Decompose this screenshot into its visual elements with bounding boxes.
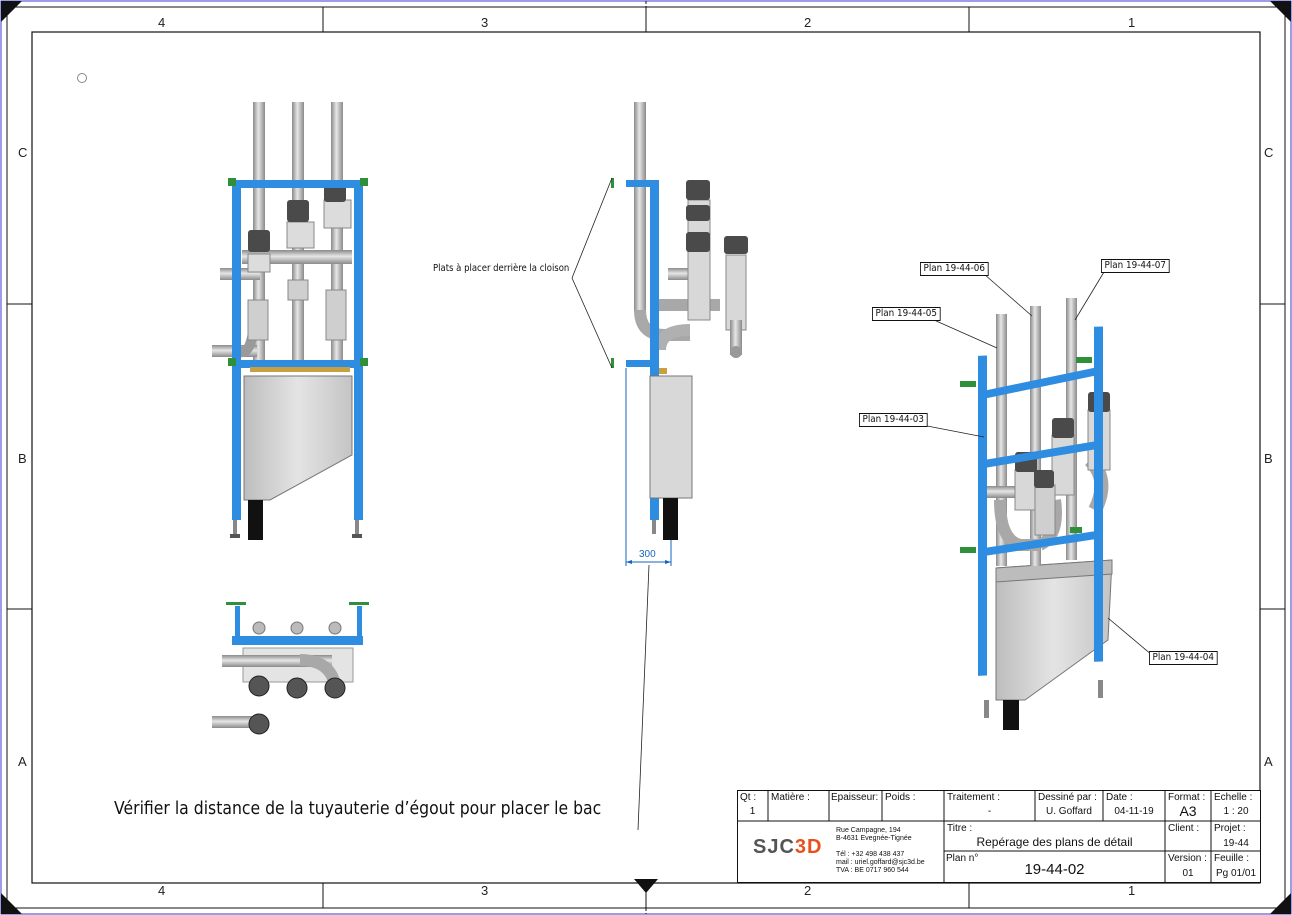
callout-plan-07: Plan 19-44-07 [1101,259,1170,273]
iso-view [921,271,1153,730]
zone-row-c-left: C [18,145,28,160]
plan-label: Plan n° [946,853,979,864]
version-label: Version : [1168,853,1207,864]
version-value: 01 [1182,868,1194,879]
callout-plan-06: Plan 19-44-06 [920,262,989,276]
dessine-label: Dessiné par : [1038,792,1097,803]
front-view [212,102,368,540]
company-address: Rue Campagne, 194 B-4631 Evegnée-Tignée … [836,827,925,875]
title-block-grid [737,790,1261,883]
corner-mark-tr [1270,1,1291,22]
address-line: Tél : +32 498 438 437 [836,851,905,858]
echelle-label: Echelle : [1214,792,1253,803]
zone-col-2-top: 2 [804,15,812,30]
corner-mark-tl [1,1,22,22]
title-block: Qt : 1 Matière : Epaisseur: Poids : Trai… [737,790,1261,883]
format-value: A3 [1179,803,1197,819]
traitement-value: - [987,806,992,817]
zone-col-3-top: 3 [481,15,489,30]
zone-row-b-left: B [18,451,27,466]
callout-plan-05: Plan 19-44-05 [872,307,941,321]
corner-mark-bl [1,893,22,914]
format-label: Format : [1168,792,1206,803]
date-label: Date : [1106,792,1133,803]
dimension-label: 300 [639,549,656,560]
projet-label: Projet : [1214,823,1246,834]
plates-note: Plats à placer derrière la cloison [433,263,570,274]
zone-row-a-left: A [18,754,27,769]
qt-value: 1 [749,806,756,817]
plan-value: 19-44-02 [1024,861,1085,878]
zone-col-4-top: 4 [158,15,166,30]
matiere-label: Matière : [771,792,810,803]
feuille-value: Pg 01/01 [1215,868,1257,879]
projet-value: 19-44 [1223,838,1249,849]
qt-label: Qt : [740,792,757,803]
epaisseur-label: Epaisseur: [831,792,879,803]
top-view [212,602,369,735]
side-view [571,102,748,831]
zone-row-b-right: B [1264,451,1273,466]
poids-label: Poids : [885,792,916,803]
zone-col-2-bottom: 2 [804,883,812,898]
zone-row-c-right: C [1264,145,1274,160]
zone-col-4-bottom: 4 [158,883,166,898]
titre-value: Repérage des plans de détail [976,835,1133,849]
zone-col-3-bottom: 3 [481,883,489,898]
callout-plan-04: Plan 19-44-04 [1149,651,1218,665]
zone-col-1-bottom: 1 [1128,883,1136,898]
logo-sjc: SJC [753,836,795,858]
zone-col-1-top: 1 [1128,15,1136,30]
echelle-value: 1 : 20 [1223,806,1249,817]
address-line: Rue Campagne, 194 [836,827,901,834]
logo-3d: 3D [794,836,823,858]
date-value: 04-11-19 [1114,806,1154,817]
address-line [836,843,925,851]
address-line: mail : uriel.goffard@sjc3d.be [836,859,925,866]
feuille-label: Feuille : [1214,853,1250,864]
zone-row-a-right: A [1264,754,1273,769]
client-label: Client : [1168,823,1200,834]
traitement-label: Traitement : [947,792,1000,803]
address-line: B-4631 Evegnée-Tignée [836,835,912,842]
bottom-note: Vérifier la distance de la tuyauterie d’… [114,798,602,819]
dessine-value: U. Goffard [1046,806,1092,817]
address-line: TVA : BE 0717 960 544 [836,867,909,874]
callout-plan-03: Plan 19-44-03 [859,413,928,427]
company-logo: SJC3D [753,836,822,859]
corner-mark-br [1270,893,1291,914]
titre-label: Titre : [947,823,973,834]
